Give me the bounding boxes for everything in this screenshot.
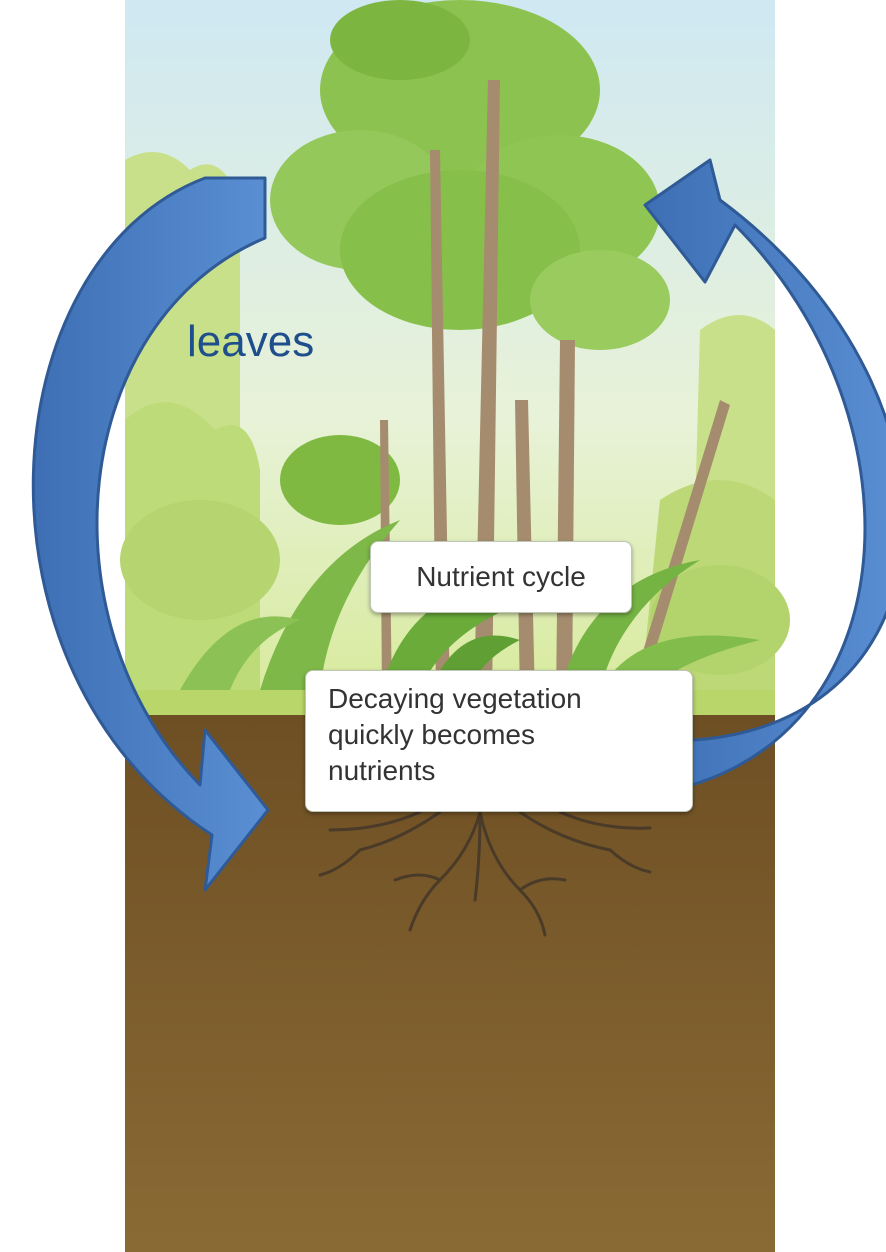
nutrient-cycle-label: Nutrient cycle — [370, 541, 632, 613]
decay-line-3: nutrients — [328, 753, 672, 789]
decay-line-2: quickly becomes — [328, 717, 672, 753]
decay-line-1: Decaying vegetation — [328, 681, 672, 717]
leaves-label: leaves — [187, 320, 314, 364]
nutrient-cycle-text: Nutrient cycle — [416, 561, 586, 593]
decaying-vegetation-callout: Decaying vegetation quickly becomes nutr… — [305, 670, 693, 812]
